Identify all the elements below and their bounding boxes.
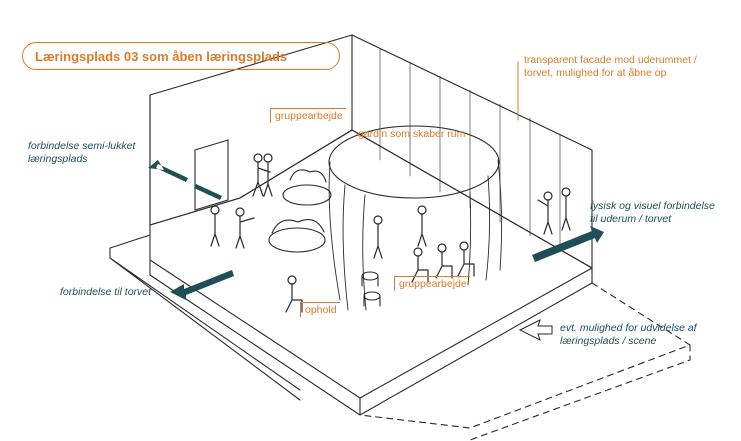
arrow-visual-connection — [532, 226, 604, 262]
group-work-top-label: gruppearbejde — [270, 108, 346, 124]
floor-platform — [149, 129, 593, 399]
expansion-annotation: evt. mulighed for udvidelse af læringspl… — [560, 322, 697, 348]
arrow-to-square — [170, 270, 234, 300]
stay-label: ophold — [300, 302, 340, 318]
semi-closed-annotation: forbindelse semi-lukket læringsplads — [28, 140, 135, 166]
semi-closed-line-1: forbindelse semi-lukket — [28, 140, 136, 152]
extension-outline — [359, 282, 691, 429]
square-connection-label: forbindelse til torvet — [60, 286, 152, 298]
visual-connection-line-2: til uderum / torvet — [590, 213, 672, 226]
visual-connection-line-1: fysisk og visuel forbindelse — [590, 200, 715, 212]
facade-annotation-line-2: torvet, mulighed for at åbne op — [524, 67, 667, 80]
arrow-semi-closed — [148, 160, 188, 182]
curtain-ring — [328, 125, 500, 199]
visual-connection-annotation: fysisk og visuel forbindelse til uderum … — [590, 200, 715, 226]
facade-annotation-line-1: transparent facade mod uderummet / — [524, 54, 697, 66]
curtain-label: gardin som skaber rum — [358, 128, 466, 140]
facade-annotation: transparent facade mod uderummet / torve… — [524, 54, 697, 80]
arrow-extension — [518, 319, 553, 341]
door-opening — [194, 139, 229, 211]
group-work-bottom-label: gruppearbejde — [394, 276, 470, 292]
expansion-line-1: evt. mulighed for udvidelse af — [560, 322, 697, 334]
semi-closed-line-2: læringsplads — [28, 153, 88, 166]
expansion-line-2: læringsplads / scene — [560, 335, 657, 348]
page-title: Læringsplads 03 som åben læringsplads — [22, 42, 340, 70]
